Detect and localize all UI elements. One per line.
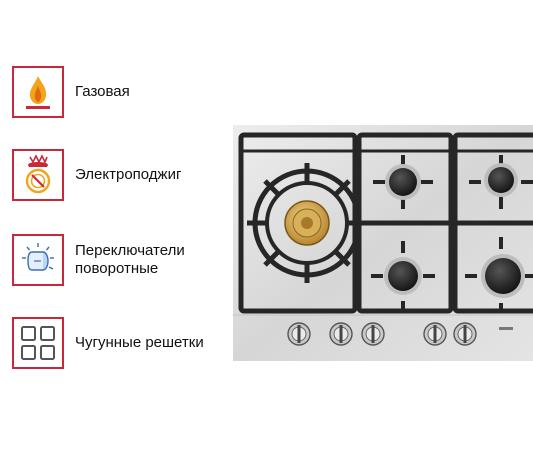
control-knobs: [287, 322, 477, 346]
feature-label-line-1: Переключатели: [75, 242, 185, 259]
feature-rotary-knobs: Переключатели поворотные: [12, 234, 185, 286]
feature-ignition: Электроподжиг: [12, 149, 181, 201]
feature-label: Электроподжиг: [75, 166, 182, 183]
hob-surface: [233, 125, 533, 361]
electric-ignition-icon: [12, 149, 64, 201]
feature-label-line-2: поворотные: [75, 260, 159, 277]
wok-burner: [247, 163, 367, 283]
feature-label: Чугунные решетки: [75, 334, 204, 351]
knob[interactable]: [423, 322, 447, 346]
gas-hob-image: [233, 125, 533, 361]
gas-flame-icon: [12, 66, 64, 118]
brand-logo: [499, 327, 513, 330]
feature-label: Газовая: [75, 83, 130, 100]
knob[interactable]: [453, 322, 477, 346]
knob[interactable]: [329, 322, 353, 346]
feature-cast-iron: Чугунные решетки: [12, 317, 204, 369]
rotary-knob-icon: [12, 234, 64, 286]
feature-gas: Газовая: [12, 66, 130, 118]
burner-caps: [371, 155, 533, 311]
knob[interactable]: [361, 322, 385, 346]
feature-label: Переключатели поворотные: [75, 242, 185, 278]
cast-iron-grates-icon: [12, 317, 64, 369]
knob[interactable]: [287, 322, 311, 346]
